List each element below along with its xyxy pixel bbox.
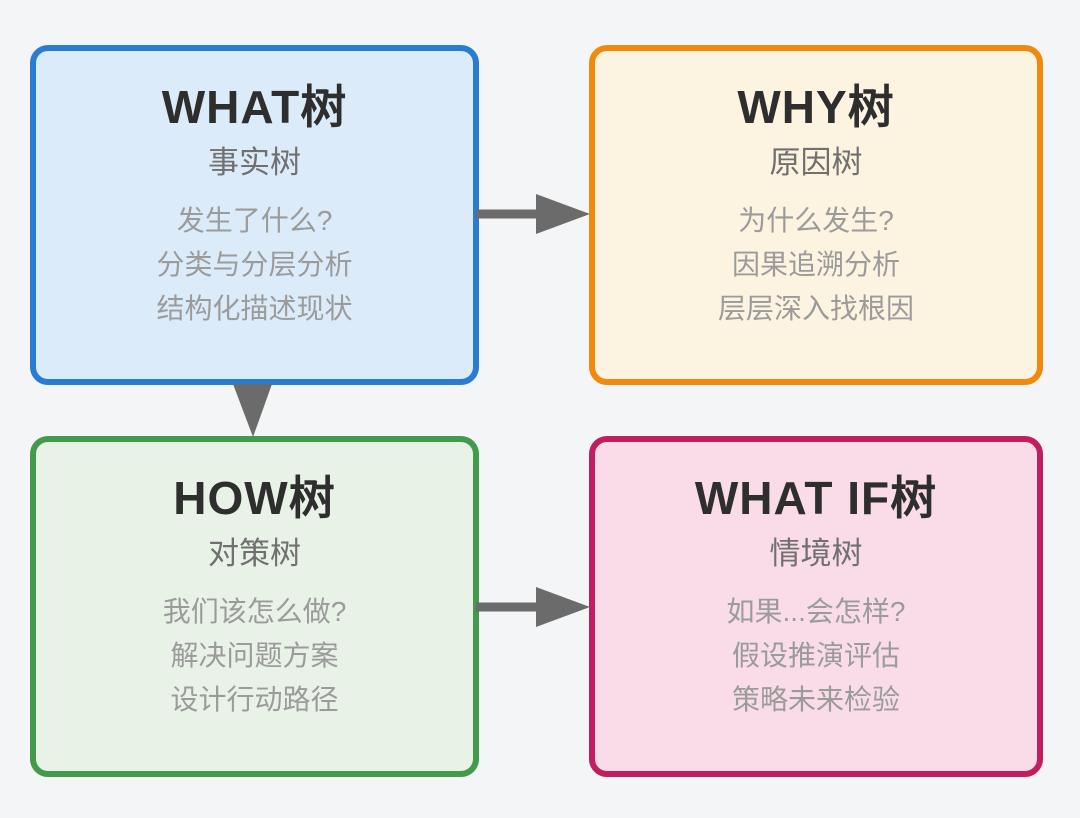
why-tree-line-1: 为什么发生? bbox=[738, 205, 894, 236]
arrow-what-to-why bbox=[476, 194, 590, 234]
what-if-tree-subtitle: 情境树 bbox=[769, 536, 863, 571]
card-what-if-tree: WHAT IF树 情境树 如果...会怎样? 假设推演评估 策略未来检验 bbox=[589, 436, 1043, 777]
arrow-how-to-what-if-head bbox=[536, 587, 590, 627]
why-tree-line-3: 层层深入找根因 bbox=[717, 293, 914, 324]
how-tree-title: HOW树 bbox=[173, 472, 336, 524]
arrow-what-to-how bbox=[233, 384, 272, 437]
why-tree-subtitle: 原因树 bbox=[769, 145, 863, 180]
arrow-how-to-what-if bbox=[476, 587, 590, 627]
card-why-tree: WHY树 原因树 为什么发生? 因果追溯分析 层层深入找根因 bbox=[589, 45, 1043, 385]
what-tree-line-3: 结构化描述现状 bbox=[156, 293, 353, 324]
what-tree-subtitle: 事实树 bbox=[208, 145, 301, 180]
arrow-what-to-why-stem bbox=[476, 209, 538, 219]
how-tree-subtitle: 对策树 bbox=[208, 536, 301, 571]
how-tree-line-1: 我们该怎么做? bbox=[162, 596, 347, 627]
what-if-tree-line-2: 假设推演评估 bbox=[731, 640, 900, 671]
why-tree-title: WHY树 bbox=[737, 81, 895, 133]
arrow-what-to-how-head bbox=[233, 384, 272, 437]
what-tree-title: WHAT树 bbox=[161, 81, 348, 133]
how-tree-description: 我们该怎么做? 解决问题方案 设计行动路径 bbox=[36, 590, 473, 722]
why-tree-line-2: 因果追溯分析 bbox=[731, 249, 900, 280]
arrow-what-to-why-head bbox=[536, 194, 590, 234]
what-if-tree-line-1: 如果...会怎样? bbox=[726, 596, 906, 627]
how-tree-line-2: 解决问题方案 bbox=[170, 640, 339, 671]
what-tree-line-2: 分类与分层分析 bbox=[156, 249, 353, 280]
what-tree-description: 发生了什么? 分类与分层分析 结构化描述现状 bbox=[36, 199, 473, 331]
what-tree-line-1: 发生了什么? bbox=[176, 205, 333, 236]
card-how-tree: HOW树 对策树 我们该怎么做? 解决问题方案 设计行动路径 bbox=[30, 436, 479, 777]
how-tree-line-3: 设计行动路径 bbox=[170, 684, 339, 715]
what-if-tree-description: 如果...会怎样? 假设推演评估 策略未来检验 bbox=[595, 590, 1037, 722]
why-tree-description: 为什么发生? 因果追溯分析 层层深入找根因 bbox=[595, 199, 1037, 331]
what-if-tree-title: WHAT IF树 bbox=[694, 472, 938, 524]
arrow-how-to-what-if-stem bbox=[476, 602, 538, 612]
what-if-tree-line-3: 策略未来检验 bbox=[731, 684, 900, 715]
card-what-tree: WHAT树 事实树 发生了什么? 分类与分层分析 结构化描述现状 bbox=[30, 45, 479, 385]
